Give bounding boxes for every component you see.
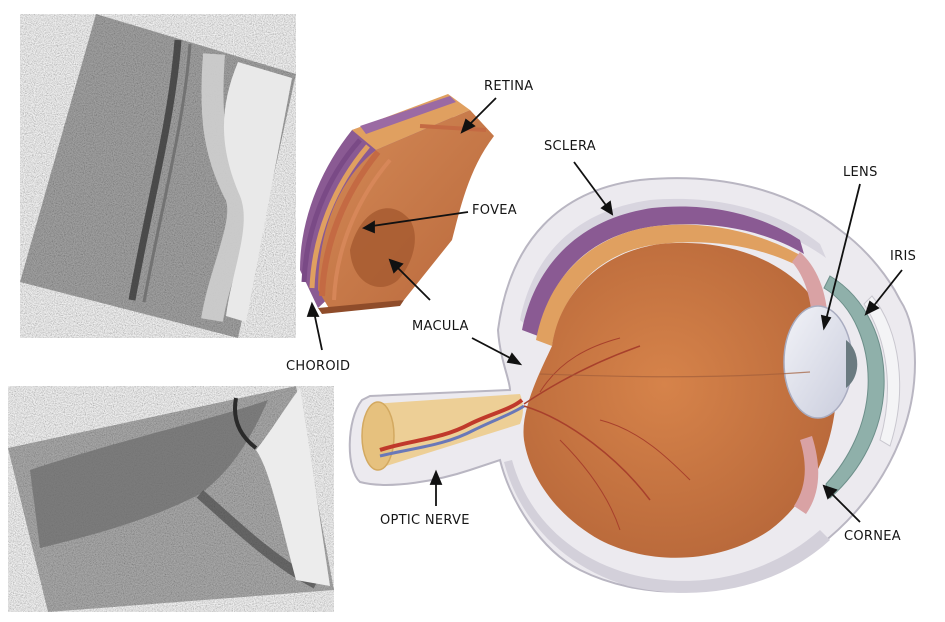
label-optic-nerve: OPTIC NERVE	[380, 514, 470, 528]
label-fovea: FOVEA	[472, 204, 517, 218]
label-retina: RETINA	[484, 80, 533, 94]
label-choroid: CHOROID	[286, 360, 350, 374]
retina-micrograph-bottom	[8, 386, 334, 612]
label-iris: IRIS	[890, 250, 916, 264]
label-macula: MACULA	[412, 320, 469, 334]
label-lens: LENS	[843, 166, 878, 180]
retina-micrograph-top	[20, 14, 296, 338]
label-cornea: CORNEA	[844, 530, 901, 544]
label-sclera: SCLERA	[544, 140, 596, 154]
